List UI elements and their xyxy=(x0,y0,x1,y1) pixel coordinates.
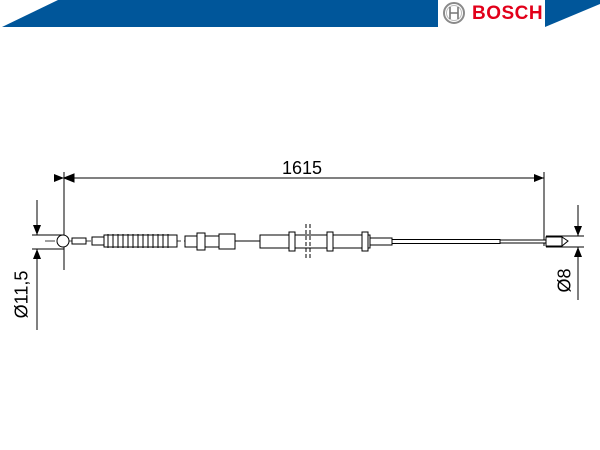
length-label: 1615 xyxy=(282,158,323,178)
brake-cable xyxy=(45,224,569,258)
header-band-tail xyxy=(545,0,600,27)
right-diameter-label: Ø8 xyxy=(554,268,575,293)
bosch-armature-icon xyxy=(443,2,465,24)
inner-wire xyxy=(391,239,501,244)
left-diameter-dimension xyxy=(32,200,64,330)
ball-end xyxy=(56,234,70,248)
rubber-boot xyxy=(103,234,178,248)
header-band xyxy=(2,0,438,27)
brand-logo: BOSCH xyxy=(472,3,544,24)
end-fitting xyxy=(545,236,563,247)
right-diameter-dimension xyxy=(546,205,584,300)
conduit-sleeve xyxy=(259,234,371,249)
left-diameter-label: Ø11,5 xyxy=(11,270,32,319)
length-dimension xyxy=(54,172,545,270)
